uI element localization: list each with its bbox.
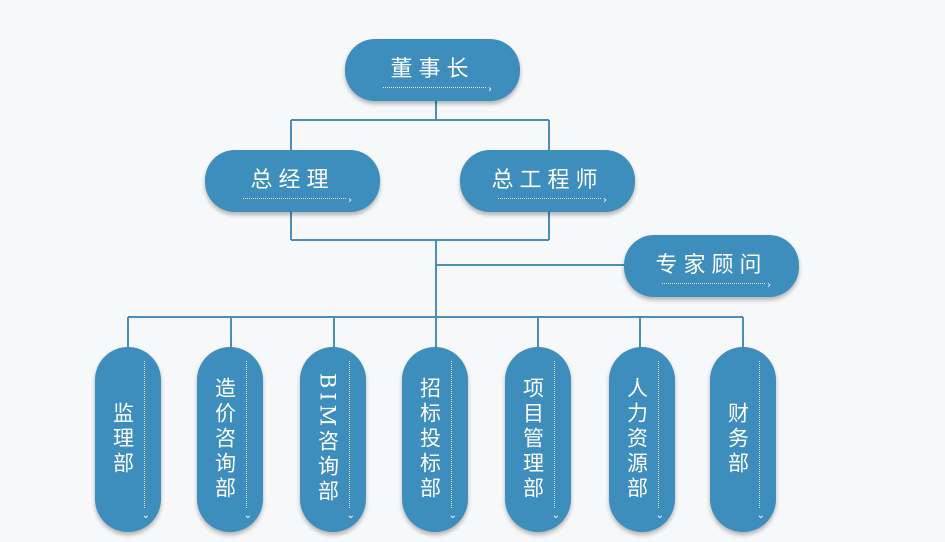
node-chief-engineer[interactable]: 总工程师 › (460, 150, 635, 212)
dotted-line (759, 361, 760, 508)
dept-bim-consulting[interactable]: BIM咨询部 ⌄ (300, 347, 366, 532)
arrow-down-icon: ⌄ (756, 510, 765, 521)
dept-human-resources[interactable]: 人力资源部 ⌄ (609, 347, 675, 532)
node-expert-advisors[interactable]: 专家顾问 › (624, 235, 799, 297)
dept-project-management[interactable]: 项目管理部 ⌄ (505, 347, 571, 532)
dept-label: 监理部 (110, 402, 135, 477)
node-label: 总经理 (250, 168, 335, 193)
dept-bidding[interactable]: 招标投标部 ⌄ (402, 347, 468, 532)
dept-finance[interactable]: 财务部 ⌄ (710, 347, 776, 532)
arrow-right-icon: › (767, 280, 771, 291)
arrow-right-icon: › (603, 195, 607, 206)
arrow-down-icon: ⌄ (243, 510, 252, 521)
dept-supervision[interactable]: 监理部 ⌄ (95, 347, 161, 532)
node-label: 总工程师 (491, 168, 604, 193)
node-chairman[interactable]: 董事长 › (345, 39, 520, 101)
dept-label: 招标投标部 (417, 377, 442, 502)
dotted-line (246, 361, 247, 508)
node-label: 董事长 (390, 57, 475, 82)
dotted-line (658, 361, 659, 508)
arrow-down-icon: ⌄ (346, 510, 355, 521)
arrow-down-icon: ⌄ (551, 510, 560, 521)
dotted-underline (243, 198, 346, 199)
dept-label: 人力资源部 (624, 377, 649, 502)
arrow-down-icon: ⌄ (655, 510, 664, 521)
dotted-line (451, 361, 452, 508)
arrow-down-icon: ⌄ (141, 510, 150, 521)
dotted-line (349, 361, 350, 508)
dotted-line (144, 361, 145, 508)
node-label: 专家顾问 (655, 253, 768, 278)
arrow-right-icon: › (348, 195, 352, 206)
arrow-right-icon: › (488, 84, 492, 95)
dept-label: 项目管理部 (520, 377, 545, 502)
dept-label: BIM咨询部 (315, 373, 340, 506)
dotted-underline (498, 198, 601, 199)
dept-label: 财务部 (725, 402, 750, 477)
dept-label: 造价咨询部 (212, 377, 237, 502)
dotted-underline (383, 87, 486, 88)
dotted-line (554, 361, 555, 508)
node-general-manager[interactable]: 总经理 › (205, 150, 380, 212)
dept-cost-consulting[interactable]: 造价咨询部 ⌄ (197, 347, 263, 532)
arrow-down-icon: ⌄ (448, 510, 457, 521)
dotted-underline (662, 283, 765, 284)
